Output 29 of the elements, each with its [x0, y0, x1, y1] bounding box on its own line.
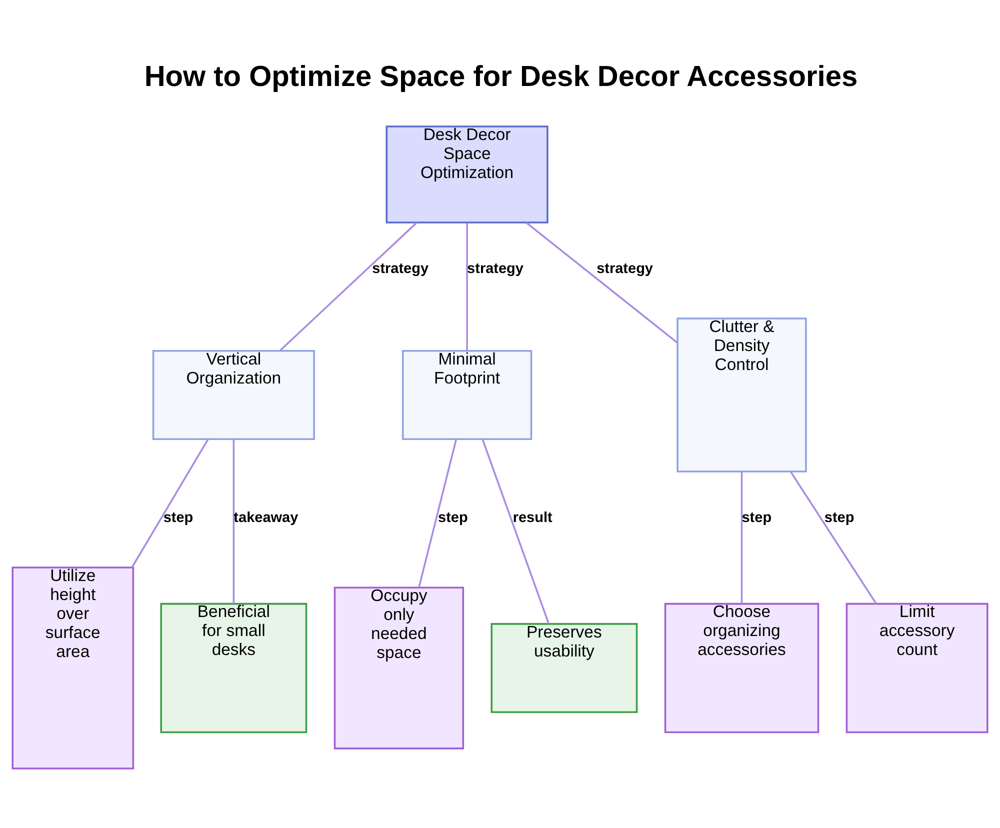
node-box: Desk Decor Space Optimization [386, 126, 548, 224]
edge-label: takeaway [234, 510, 298, 526]
node-box: Utilize height over surface area [12, 566, 134, 770]
diagram-title: How to Optimize Space for Desk Decor Accessories [144, 61, 858, 94]
connector [418, 439, 458, 588]
connector [790, 471, 877, 604]
edge-label: strategy [467, 261, 524, 278]
node-box: Clutter & Density Control [676, 318, 807, 472]
node-box: Minimal Footprint [402, 350, 532, 440]
connector [232, 439, 235, 604]
connector [466, 222, 468, 351]
edge-label: strategy [372, 261, 429, 278]
edge-label: step [438, 510, 468, 526]
node-box: Limit accessory count [846, 602, 988, 734]
node-box: Beneficial for small desks [160, 602, 308, 734]
connector [279, 222, 418, 352]
node-box: Vertical Organization [152, 350, 315, 440]
node-box: Occupy only needed space [334, 586, 464, 750]
edge-label: step [742, 510, 772, 526]
node-box: Choose organizing accessories [664, 602, 820, 734]
connector [131, 438, 209, 568]
edge-label: step [163, 510, 194, 526]
connector [740, 472, 743, 604]
node-box: Preserves usability [490, 623, 638, 714]
connector [482, 439, 550, 624]
edge-label: result [512, 510, 552, 526]
edge-label: step [824, 510, 854, 526]
connector [526, 222, 678, 344]
edge-label: strategy [596, 261, 654, 278]
